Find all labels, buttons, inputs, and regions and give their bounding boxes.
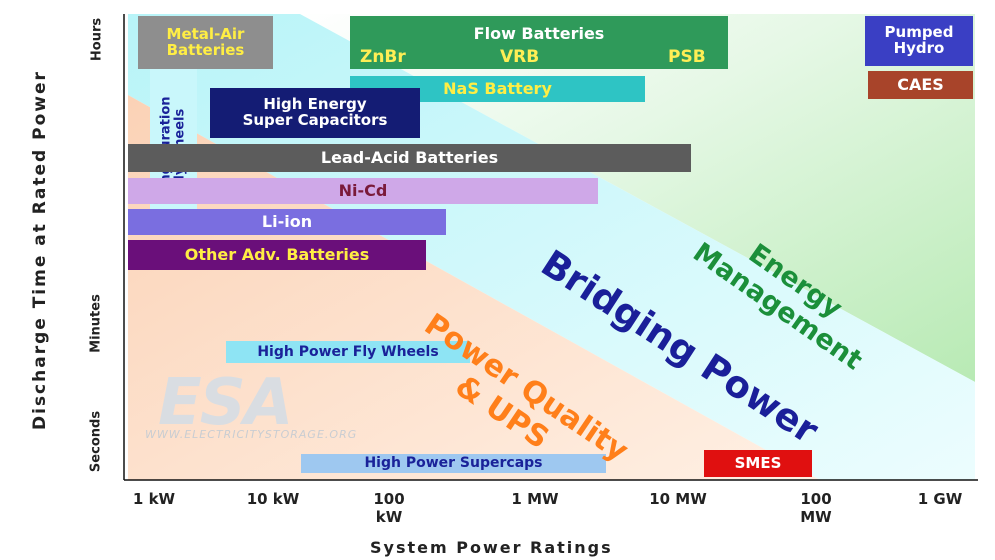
watermark-logo: ESA [158,366,293,440]
y-tick-label: Seconds [88,410,104,473]
x-tick-label: 100 kW [373,490,405,526]
technology-label-line: High Power Supercaps [364,455,543,472]
technology-label-line: Batteries [166,40,245,59]
watermark-url: WWW.ELECTRICITYSTORAGE.ORG [145,428,358,441]
technology-box: Ni-Cd [128,178,598,204]
technology-label-line: Super Capacitors [242,111,388,129]
technology-label: Flow Batteries [350,24,728,43]
x-tick-label: 1 GW [917,490,963,508]
technology-sublabel: PSB [668,47,706,67]
technology-label: SMES [734,453,782,472]
technology-label-line: NaS Battery [443,78,552,98]
technology-label-line: Flow Batteries [473,24,605,43]
technology-label: CAES [897,74,944,94]
technology-label: High Power Fly Wheels [257,343,439,360]
technology-label: Other Adv. Batteries [184,244,370,264]
technology-box: ZnBr VRB PSB Flow Batteries [350,16,728,69]
technology-box: High Power Fly Wheels [226,341,470,363]
technology-box: Li-ion [128,209,446,235]
y-tick-label: Hours [89,17,105,62]
x-axis-title: System Power Ratings [370,538,613,557]
technology-label: NaS Battery [443,78,552,98]
technology-box: CAES [868,71,973,99]
x-tick-label: 10 MW [649,490,707,508]
technology-label: High Power Supercaps [364,456,542,471]
technology-label-line: CAES [897,74,944,94]
x-tick-label: 10 kW [246,490,300,508]
technology-label-line: Metal-Air [166,24,245,43]
technology-label: Li-ion [261,211,313,231]
technology-box: High Power Supercaps [301,454,606,473]
y-tick-label: Minutes [88,294,104,353]
technology-label-line: High Energy [263,95,367,114]
y-axis-title: Discharge Time at Rated Power [30,70,50,430]
technology-label-line: Lead-Acid Batteries [320,147,499,167]
technology-sublabel: VRB [500,47,540,67]
technology-label: Lead-Acid Batteries [320,147,499,167]
technology-label: Ni-Cd [338,180,388,200]
technology-label-line: Li-ion [261,211,313,231]
technology-label-line: Hydro [893,39,945,57]
x-tick-label: 100 MW [800,490,832,526]
technology-label-line: High Power Fly Wheels [257,343,439,360]
technology-box: Other Adv. Batteries [128,240,426,270]
x-tick-label: 1 kW [132,490,176,508]
technology-label-line: Pumped [884,23,954,42]
technology-label-line: Other Adv. Batteries [184,244,370,264]
technology-label-line: SMES [734,453,782,472]
x-tick-label: 1 MW [511,490,559,508]
technology-sublabel: ZnBr [360,47,406,67]
technology-box: Lead-Acid Batteries [128,144,691,172]
technology-box: SMES [704,450,812,477]
technology-label-line: Ni-Cd [338,180,388,200]
